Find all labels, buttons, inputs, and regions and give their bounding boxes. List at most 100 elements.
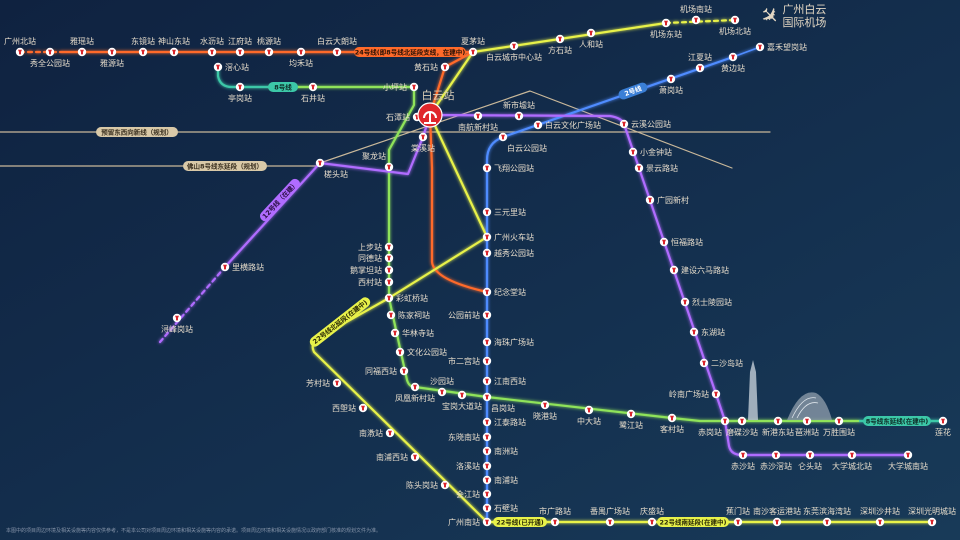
station-line2[interactable]: 南洲站 <box>482 446 518 456</box>
station-line12[interactable]: 岭南广场站 <box>669 389 721 399</box>
station-line2[interactable]: 纪念堂站 <box>482 287 526 297</box>
station-line2[interactable]: 越秀公园站 <box>482 248 534 258</box>
station-line8[interactable]: 西村站 <box>358 277 394 287</box>
station-line24[interactable]: 秀全公园站 <box>30 47 70 68</box>
station-line2[interactable]: 市二宫站 <box>448 356 492 366</box>
station-line8[interactable]: 凤凰新村站 <box>395 382 435 403</box>
station-line2[interactable]: 萧岗站 <box>659 74 683 95</box>
station-line22[interactable]: 蕉门站 <box>726 506 750 527</box>
station-line8[interactable]: 上步站 <box>358 242 394 252</box>
station-line2[interactable]: 飞翔公园站 <box>482 163 534 173</box>
station-line2[interactable]: 江夏站 <box>688 52 712 73</box>
station-line8[interactable]: 中大站 <box>577 405 601 426</box>
station-line3[interactable]: 机场东站 <box>650 18 682 39</box>
station-line22[interactable]: 南沙客运港站 <box>753 506 801 527</box>
station-line22[interactable]: 南漖站 <box>359 428 395 438</box>
station-line24[interactable]: 江府站 <box>228 36 252 57</box>
station-line12[interactable]: 景云路站 <box>634 163 678 173</box>
station-line12[interactable]: 烈士陵园站 <box>680 297 732 307</box>
station-line24[interactable]: 白云大朗站 <box>317 36 357 57</box>
station-line3[interactable]: 方石站 <box>548 34 572 55</box>
station-line8[interactable]: 亭岗站 <box>228 82 252 103</box>
station-line8[interactable]: 华林寺站 <box>390 328 434 338</box>
station-line8[interactable]: 小坪站 <box>383 82 419 92</box>
station-line2[interactable]: 白云文化广场站 <box>533 120 601 130</box>
station-line24[interactable]: 桃源站 <box>257 36 281 57</box>
station-line8[interactable]: 石井站 <box>301 82 325 103</box>
station-line24[interactable]: 东镜站 <box>131 36 155 57</box>
station-line2[interactable]: 嘉禾望岗站 <box>755 42 807 52</box>
station-line8[interactable]: 磨碟沙站 <box>726 416 758 437</box>
station-line22[interactable]: 深圳光明城站 <box>908 506 956 527</box>
station-line2[interactable]: 三元里站 <box>482 207 526 217</box>
station-line24[interactable]: 黄石站 <box>414 62 450 72</box>
station-line2[interactable]: 江南西站 <box>482 376 526 386</box>
station-line8[interactable]: 晓港站 <box>533 400 557 421</box>
station-line12[interactable]: 二沙岛站 <box>699 358 743 368</box>
station-line22[interactable]: 南浦西站 <box>376 452 420 462</box>
station-line24[interactable]: 神山东站 <box>158 36 190 57</box>
station-line8[interactable]: 文化公园站 <box>395 347 447 357</box>
station-line8[interactable]: 万胜围站 <box>823 416 855 437</box>
station-line12[interactable]: 槎头站 <box>315 158 348 179</box>
baiyun-station-hub[interactable]: 白云站 <box>417 88 455 128</box>
station-line8[interactable]: 彩虹桥站 <box>384 293 428 303</box>
station-line12[interactable]: 云溪公园站 <box>619 119 671 129</box>
station-line3[interactable]: 白云城市中心站 <box>486 41 542 62</box>
station-line2[interactable]: 白云公园站 <box>498 132 547 153</box>
station-line12[interactable]: 里横路站 <box>220 262 264 272</box>
station-line2[interactable]: 南浦站 <box>482 475 518 485</box>
station-line22[interactable]: 市广路站 <box>539 506 571 527</box>
station-line12[interactable]: 大学城南站 <box>888 450 928 471</box>
station-line12[interactable]: 新市墟站 <box>503 100 535 121</box>
station-line2[interactable]: 黄边站 <box>721 52 745 73</box>
station-line2[interactable]: 公园前站 <box>448 310 492 320</box>
station-line2[interactable]: 洛溪站 <box>456 461 492 471</box>
station-line12[interactable]: 棠溪站 <box>411 132 435 153</box>
station-line8[interactable]: 鹭江站 <box>619 409 643 430</box>
station-line2[interactable]: 会江站 <box>456 489 492 499</box>
station-line8[interactable]: 同福西站 <box>365 366 409 376</box>
station-line24[interactable]: 夏茅站 <box>461 36 485 57</box>
station-line8[interactable]: 宝岗大道站 <box>442 390 482 411</box>
station-line8[interactable]: 新港东站 <box>762 416 794 437</box>
station-line8[interactable]: 聚龙站 <box>362 151 394 172</box>
station-line22[interactable]: 番禺广场站 <box>590 506 630 527</box>
station-line8[interactable]: 陈家祠站 <box>386 310 430 320</box>
station-line12[interactable]: 浔峰岗站 <box>161 313 193 334</box>
station-line12[interactable]: 建设六马路站 <box>669 265 729 275</box>
station-line22[interactable]: 深圳沙井站 <box>860 506 900 527</box>
station-line22[interactable]: 芳村站 <box>306 378 342 388</box>
station-line22[interactable]: 庆盛站 <box>640 506 664 527</box>
station-line2[interactable]: 广州火车站 <box>482 232 534 242</box>
station-line12[interactable]: 小金钟站 <box>628 147 672 157</box>
station-line2[interactable]: 东晓南站 <box>448 432 492 442</box>
station-line2[interactable]: 海珠广场站 <box>482 337 534 347</box>
station-line24[interactable]: 雅瑶站 <box>70 36 94 57</box>
station-line22[interactable]: 东莞滨海湾站 <box>803 506 851 527</box>
station-line8[interactable]: 莲花 <box>935 416 951 437</box>
station-line12[interactable]: 广园新村 <box>645 195 689 205</box>
station-line24[interactable]: 雅源站 <box>100 47 124 68</box>
station-line12[interactable]: 恒福路站 <box>659 237 703 247</box>
station-line8[interactable]: 鹅掌坦站 <box>350 265 394 275</box>
station-line24[interactable]: 广州北站 <box>4 36 36 57</box>
station-line3[interactable]: 人和站 <box>579 28 603 49</box>
station-line8[interactable]: 同德站 <box>358 253 394 263</box>
station-line8[interactable]: 客村站 <box>660 413 684 434</box>
station-line24[interactable]: 水沥站 <box>200 36 224 57</box>
station-line22[interactable]: 西塱站 <box>332 403 368 413</box>
station-line2[interactable]: 江泰路站 <box>482 417 526 427</box>
station-line8[interactable]: 石潭站 <box>386 112 422 122</box>
station-line2[interactable]: 广州南站 <box>448 517 492 527</box>
station-line22[interactable]: 陈头岗站 <box>406 480 450 490</box>
station-line8[interactable]: 昌岗站 <box>482 392 515 413</box>
station-line2[interactable]: 石壁站 <box>482 503 518 513</box>
station-line3[interactable]: 机场南站 <box>680 4 712 25</box>
station-line8[interactable]: 琶洲站 <box>795 416 819 437</box>
station-line12[interactable]: 赤沙滘站 <box>760 450 792 471</box>
station-line8[interactable]: 沙园站 <box>430 376 454 397</box>
station-line3[interactable]: 机场北站 <box>719 15 751 36</box>
station-line12[interactable]: 仑头站 <box>798 450 822 471</box>
station-line8[interactable]: 滘心站 <box>213 62 249 72</box>
